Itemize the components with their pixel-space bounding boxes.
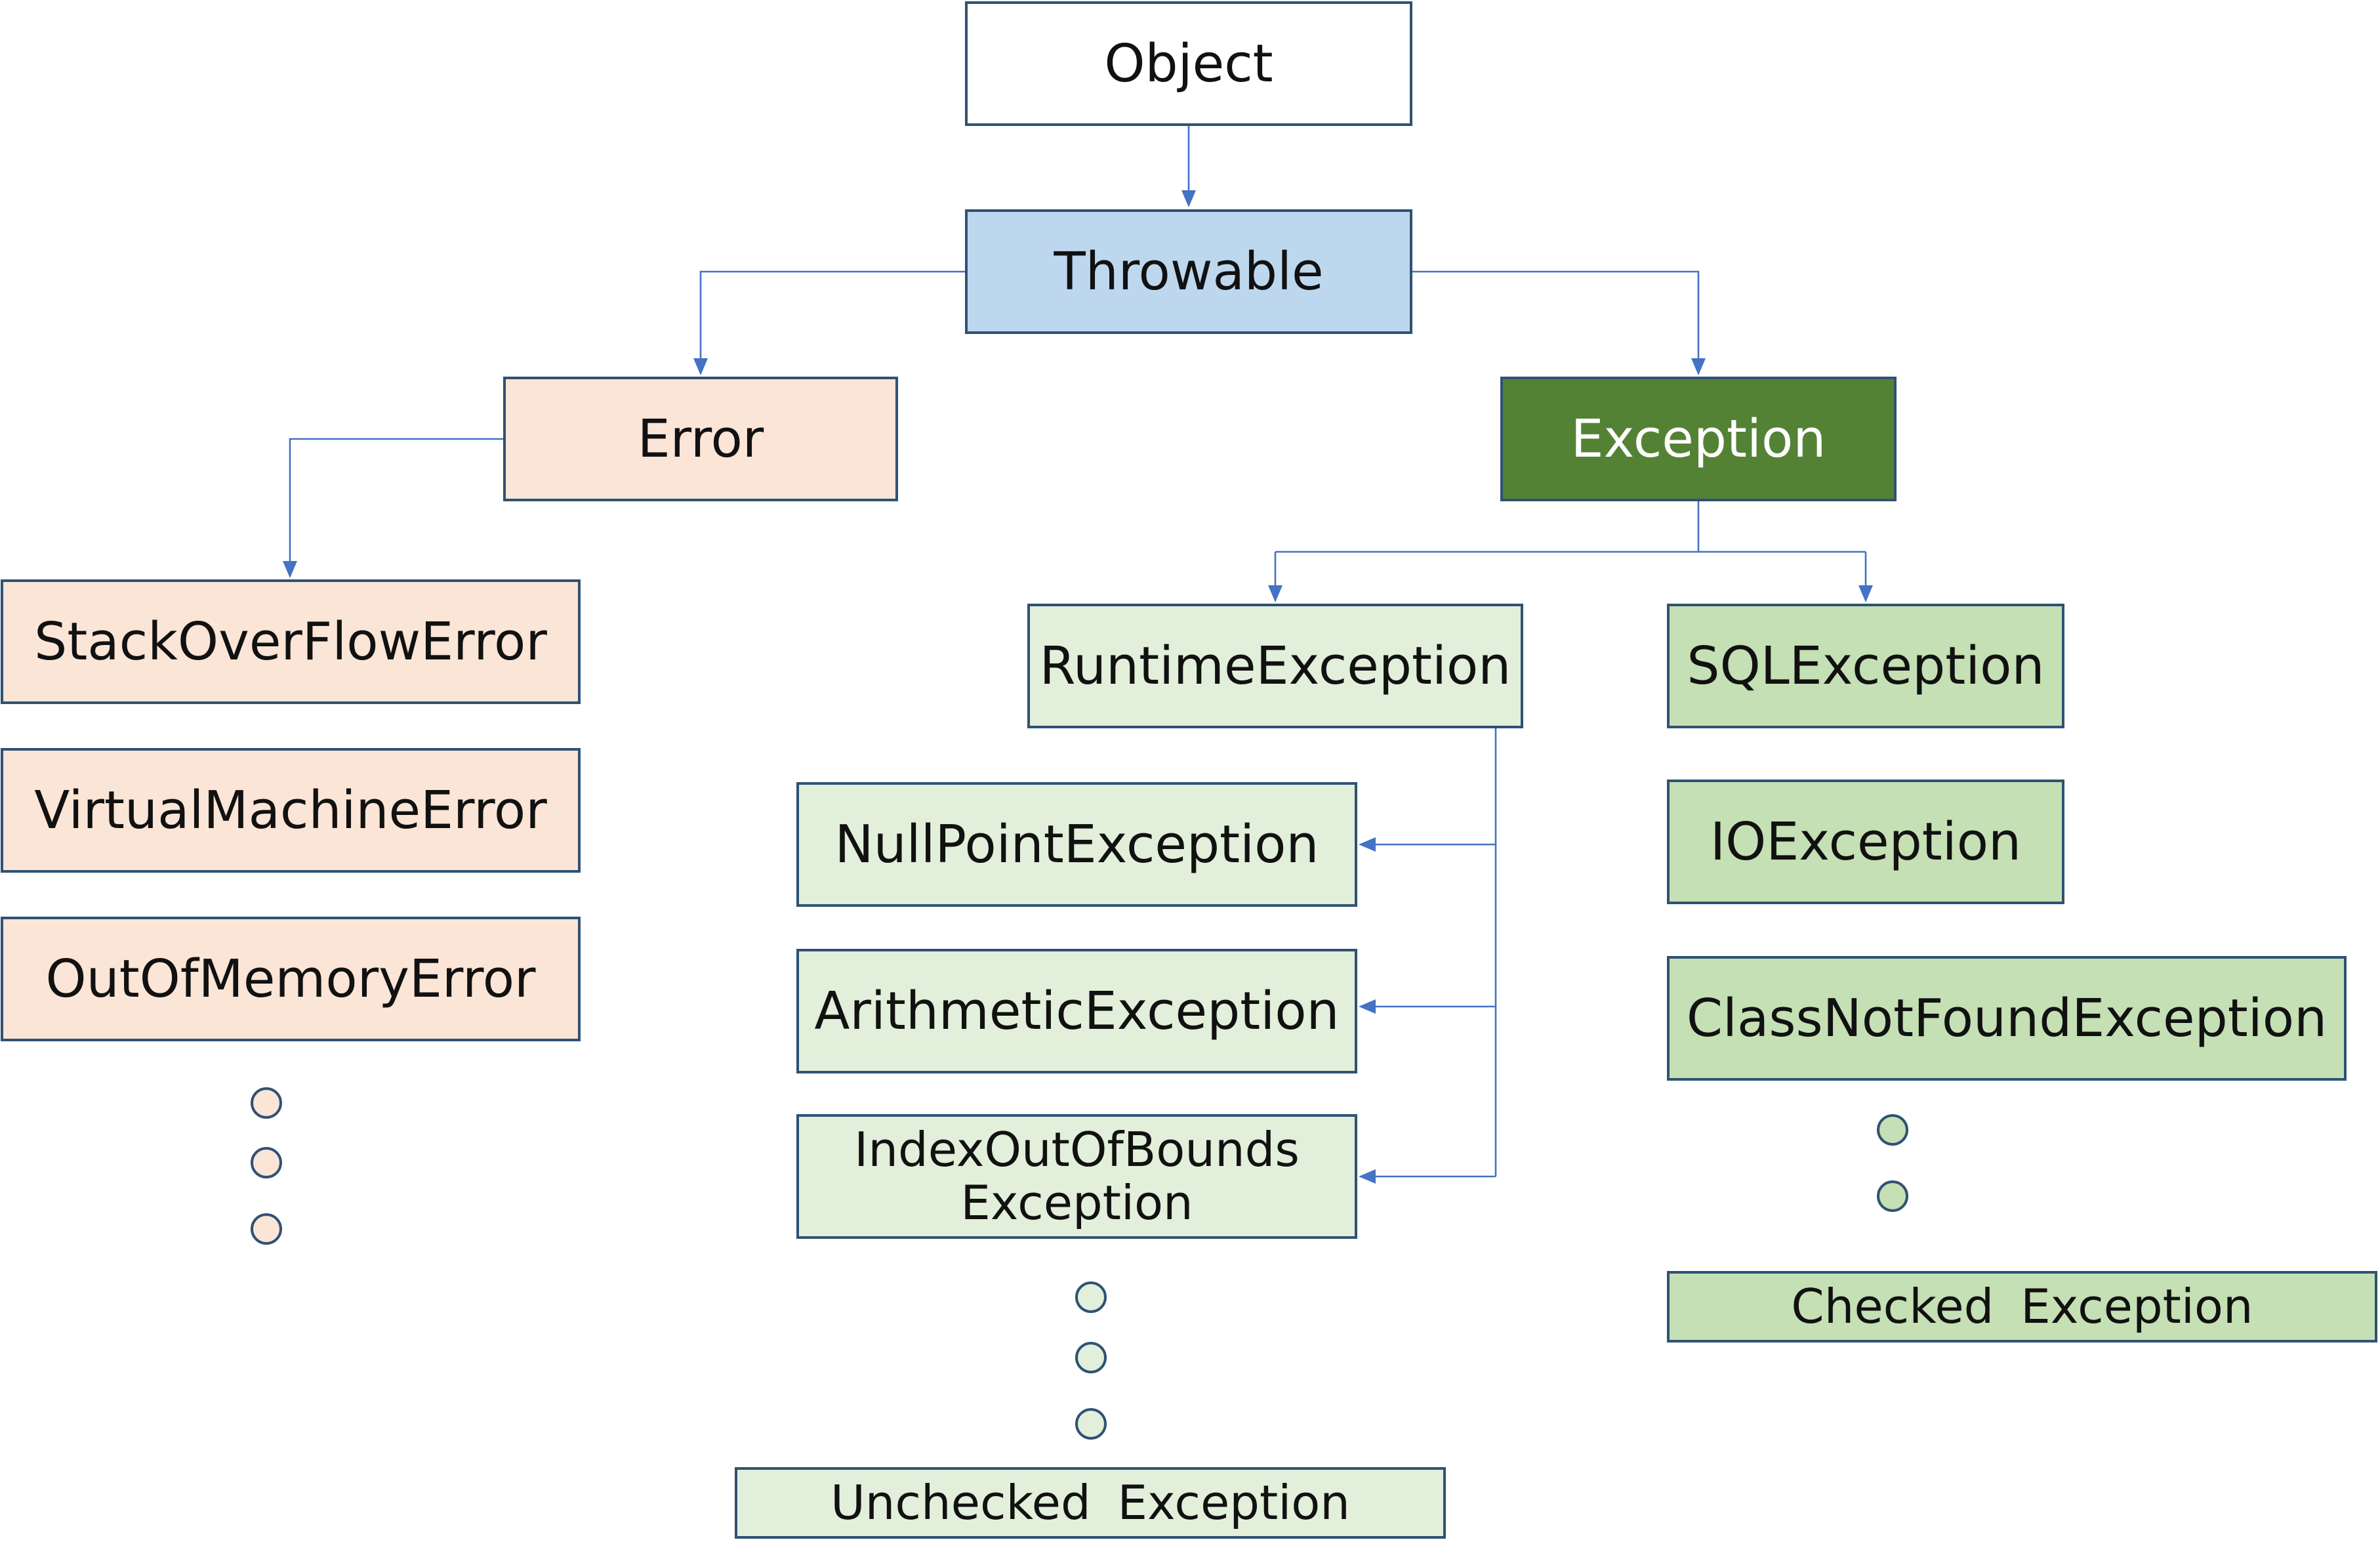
connector-arrowhead [1359, 999, 1376, 1014]
connector-throwable-error [699, 270, 965, 358]
ellipsis-dot [251, 1087, 282, 1119]
node-out-of-memory-error: OutOfMemoryError [1, 917, 581, 1041]
connector-arrowhead [1359, 1169, 1376, 1184]
connector-arrowhead [693, 358, 708, 375]
connector-arrowhead [283, 561, 297, 578]
node-exception: Exception [1500, 377, 1897, 501]
ellipsis-dot [1075, 1281, 1107, 1313]
ellipsis-dot [251, 1213, 282, 1245]
ellipsis-dot [1877, 1114, 1908, 1146]
node-null-point-exception: NullPointException [796, 782, 1357, 907]
ellipsis-dot [1075, 1342, 1107, 1373]
node-stack-overflow-error: StackOverFlowError [1, 579, 581, 704]
node-throwable: Throwable [965, 209, 1412, 334]
connector-error-stackoverflow [289, 438, 503, 561]
connector-arrowhead [1359, 837, 1376, 852]
connector-throwable-exception [1412, 270, 1700, 358]
node-error: Error [503, 377, 898, 501]
node-sql-exception: SQLException [1667, 604, 2064, 728]
legend-unchecked-exception: Unchecked Exception [735, 1467, 1446, 1539]
node-virtual-machine-error: VirtualMachineError [1, 748, 581, 873]
connector-arrowhead [1268, 585, 1282, 602]
node-index-out-of-bounds-exception: IndexOutOfBounds Exception [796, 1114, 1357, 1239]
legend-checked-exception: Checked Exception [1667, 1271, 2377, 1342]
connector-arrowhead [1691, 358, 1706, 375]
node-arithmetic-exception: ArithmeticException [796, 949, 1357, 1073]
connector-arrowhead [1181, 190, 1196, 207]
ellipsis-dot [1877, 1180, 1908, 1212]
ellipsis-dot [1075, 1408, 1107, 1440]
ellipsis-dot [251, 1147, 282, 1178]
node-runtime-exception: RuntimeException [1027, 604, 1523, 728]
node-class-not-found-exception: ClassNotFoundException [1667, 956, 2347, 1081]
node-object: Object [965, 1, 1412, 126]
connector-arrowhead [1858, 585, 1873, 602]
node-io-exception: IOException [1667, 780, 2064, 904]
